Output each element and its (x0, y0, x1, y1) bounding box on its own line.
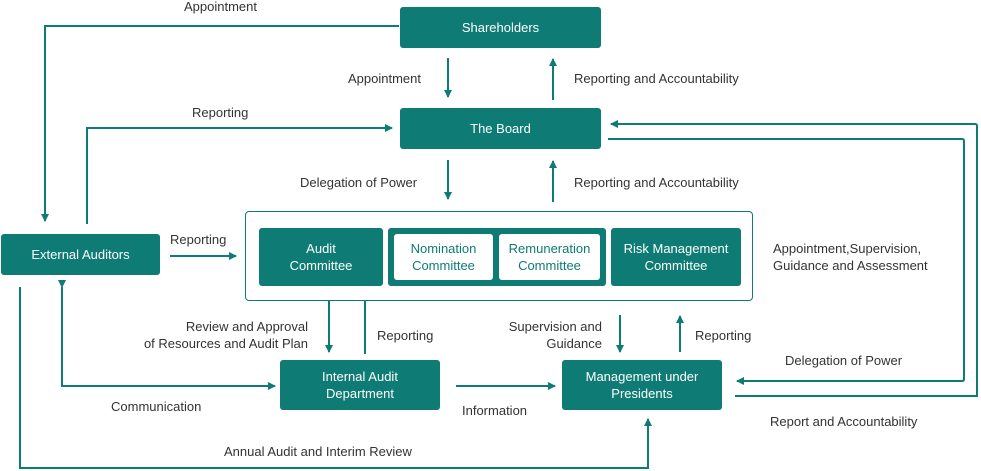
label-delegation-power-2: Delegation of Power (785, 353, 903, 368)
label-annual-audit: Annual Audit and Interim Review (224, 444, 412, 459)
label-delegation-power-1: Delegation of Power (300, 175, 418, 190)
nomination-committee-label: Nomination Committee (410, 241, 477, 273)
label-reporting-board: Reporting (192, 105, 249, 120)
arrow-report-loop (610, 120, 978, 397)
label-communication: Communication (111, 399, 202, 414)
label-reporting-internal-audit: Reporting (377, 328, 434, 343)
label-report-accountability: Report and Accountability (770, 414, 918, 429)
label-reporting-management: Reporting (695, 328, 752, 343)
label-supervision-guidance: Supervision and Guidance (508, 319, 602, 351)
remuneration-committee-label: Remuneration Committee (508, 241, 591, 273)
label-appointment-top: Appointment (184, 0, 257, 14)
nomination-committee-box: Nomination Committee (394, 234, 493, 280)
internal-audit-label: Internal Audit Department (322, 369, 398, 401)
label-appointment-supervision: Appointment,Supervision, Guidance and As… (773, 241, 928, 273)
external-auditors-label: External Auditors (31, 247, 130, 262)
arrow-communication (58, 280, 276, 390)
arrow-annual-audit (19, 287, 652, 469)
label-reporting-external: Reporting (170, 232, 227, 247)
audit-committee-box: Audit Committee (259, 228, 383, 286)
internal-audit-box: Internal Audit Department (280, 360, 440, 410)
label-information: Information (462, 403, 528, 418)
management-box: Management under Presidents (562, 360, 722, 410)
risk-committee-box: Risk Management Committee (611, 228, 741, 286)
shareholders-box: Shareholders (400, 7, 601, 48)
management-label: Management under Presidents (585, 369, 699, 401)
label-reporting-accountability-2: Reporting and Accountability (574, 175, 739, 190)
label-review-approval: Review and Approval of Resources and Aud… (143, 319, 308, 351)
board-label: The Board (470, 121, 531, 136)
board-box: The Board (400, 108, 601, 149)
risk-committee-label: Risk Management Committee (623, 241, 729, 273)
external-auditors-box: External Auditors (1, 234, 160, 275)
audit-committee-label: Audit Committee (289, 241, 353, 273)
label-reporting-accountability-1: Reporting and Accountability (574, 71, 739, 86)
shareholders-label: Shareholders (461, 20, 540, 35)
arrow-external-board (86, 124, 393, 224)
arrow-appointment-external (41, 25, 399, 222)
arrow-delegation-loop (608, 138, 965, 385)
label-appointment-mid: Appointment (348, 71, 421, 86)
remuneration-committee-box: Remuneration Committee (499, 234, 600, 280)
